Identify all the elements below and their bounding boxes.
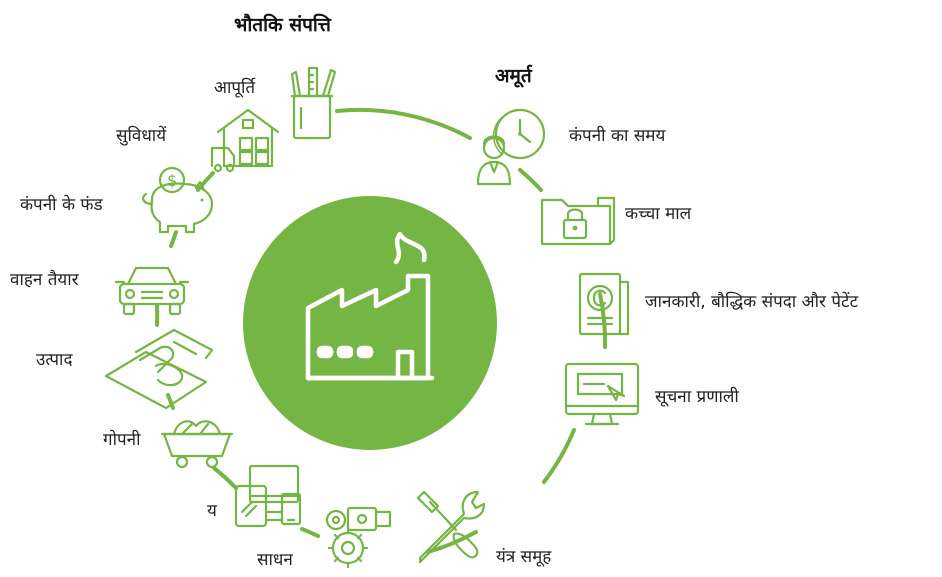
center-circle — [243, 196, 497, 450]
machinery-icon — [325, 506, 392, 569]
monitor-icon — [564, 362, 640, 426]
label-company-funds: कंपनी के फंड — [20, 195, 103, 215]
label-vehicles: वाहन तैयार — [10, 270, 79, 290]
product-icon — [104, 328, 214, 410]
locked-folder-icon — [540, 196, 616, 246]
label-info-system: सूचना प्रणाली — [655, 387, 739, 407]
pencil-cup-icon — [290, 66, 337, 140]
mine-cart-icon — [160, 420, 234, 469]
label-machinery: यंत्र समूह — [496, 547, 552, 567]
label-company-time: कंपनी का समय — [569, 126, 666, 146]
header-intangible: अमूर्त — [495, 65, 532, 87]
label-ip-patents: जानकारी, बौद्धिक संपदा और पेटेंट — [645, 292, 859, 312]
clock-person-icon — [476, 108, 546, 186]
factory-icon — [305, 231, 435, 381]
devices-icon — [234, 464, 302, 528]
car-icon — [114, 266, 190, 316]
label-products: उत्पाद — [36, 350, 73, 370]
label-supplies: आपूर्ति — [214, 78, 256, 98]
piggy-bank-icon: $ — [142, 166, 214, 234]
header-physical-assets: भौतकि संपत्ति — [234, 14, 331, 36]
label-facilities: सुविधायें — [116, 126, 167, 146]
label-raw-material: कच्चा माल — [625, 204, 692, 224]
warehouse-icon — [210, 108, 280, 173]
tools-icon — [416, 490, 486, 564]
label-ya: य — [207, 501, 217, 521]
label-resources: साधन — [257, 550, 293, 570]
label-confidential: गोपनी — [103, 430, 141, 450]
svg-text:$: $ — [167, 171, 177, 190]
copyright-document-icon — [578, 272, 630, 336]
